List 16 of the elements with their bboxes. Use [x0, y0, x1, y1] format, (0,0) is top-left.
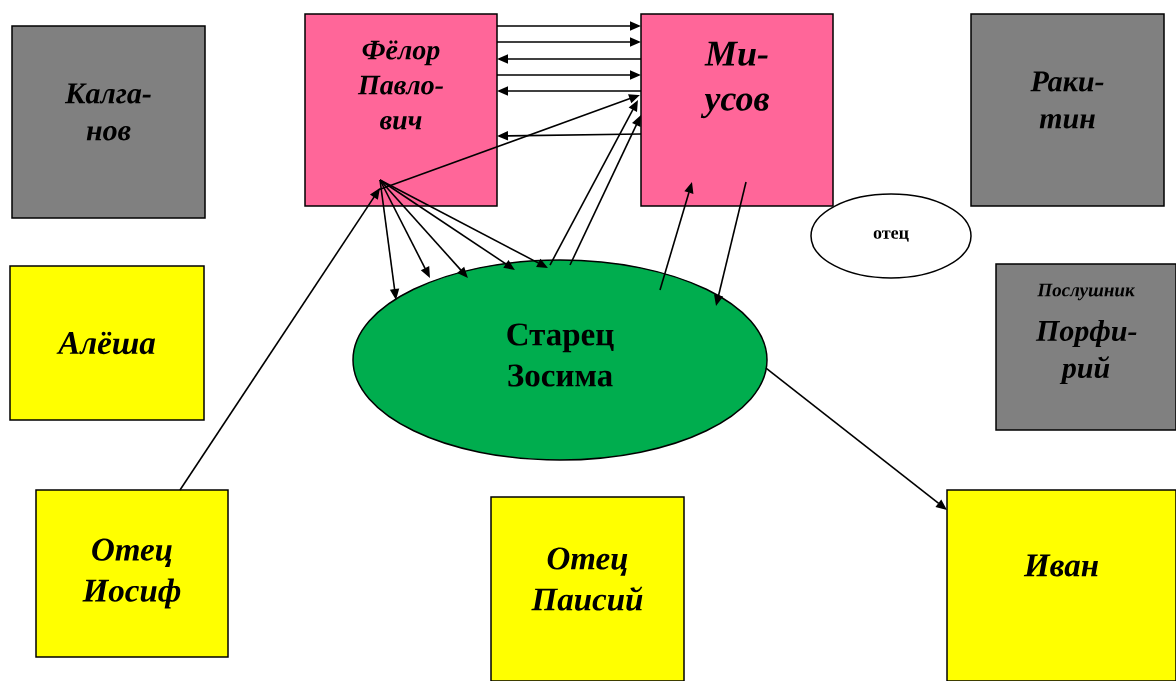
- name-label: Раки- тин: [1030, 71, 1104, 129]
- name-label: Калга- нов: [64, 83, 151, 141]
- arrow: [765, 367, 947, 510]
- title-label: Послушник: [1037, 283, 1135, 301]
- name-label: Алёша: [56, 331, 155, 355]
- arrow: [179, 188, 380, 491]
- name-label: Иван: [1023, 554, 1098, 577]
- name-label: Старец Зосима: [507, 323, 614, 387]
- name-label: отец: [873, 230, 909, 242]
- name-label: Фёлор Павло- вич: [357, 40, 443, 130]
- name-label: Отец Паисий: [531, 547, 643, 611]
- name-label: Ми- усов: [700, 41, 769, 119]
- name-label: Порфи- рий: [1035, 319, 1137, 385]
- arrow: [379, 179, 515, 270]
- name-label: Отец Иосиф: [82, 538, 181, 609]
- arrow: [379, 179, 468, 278]
